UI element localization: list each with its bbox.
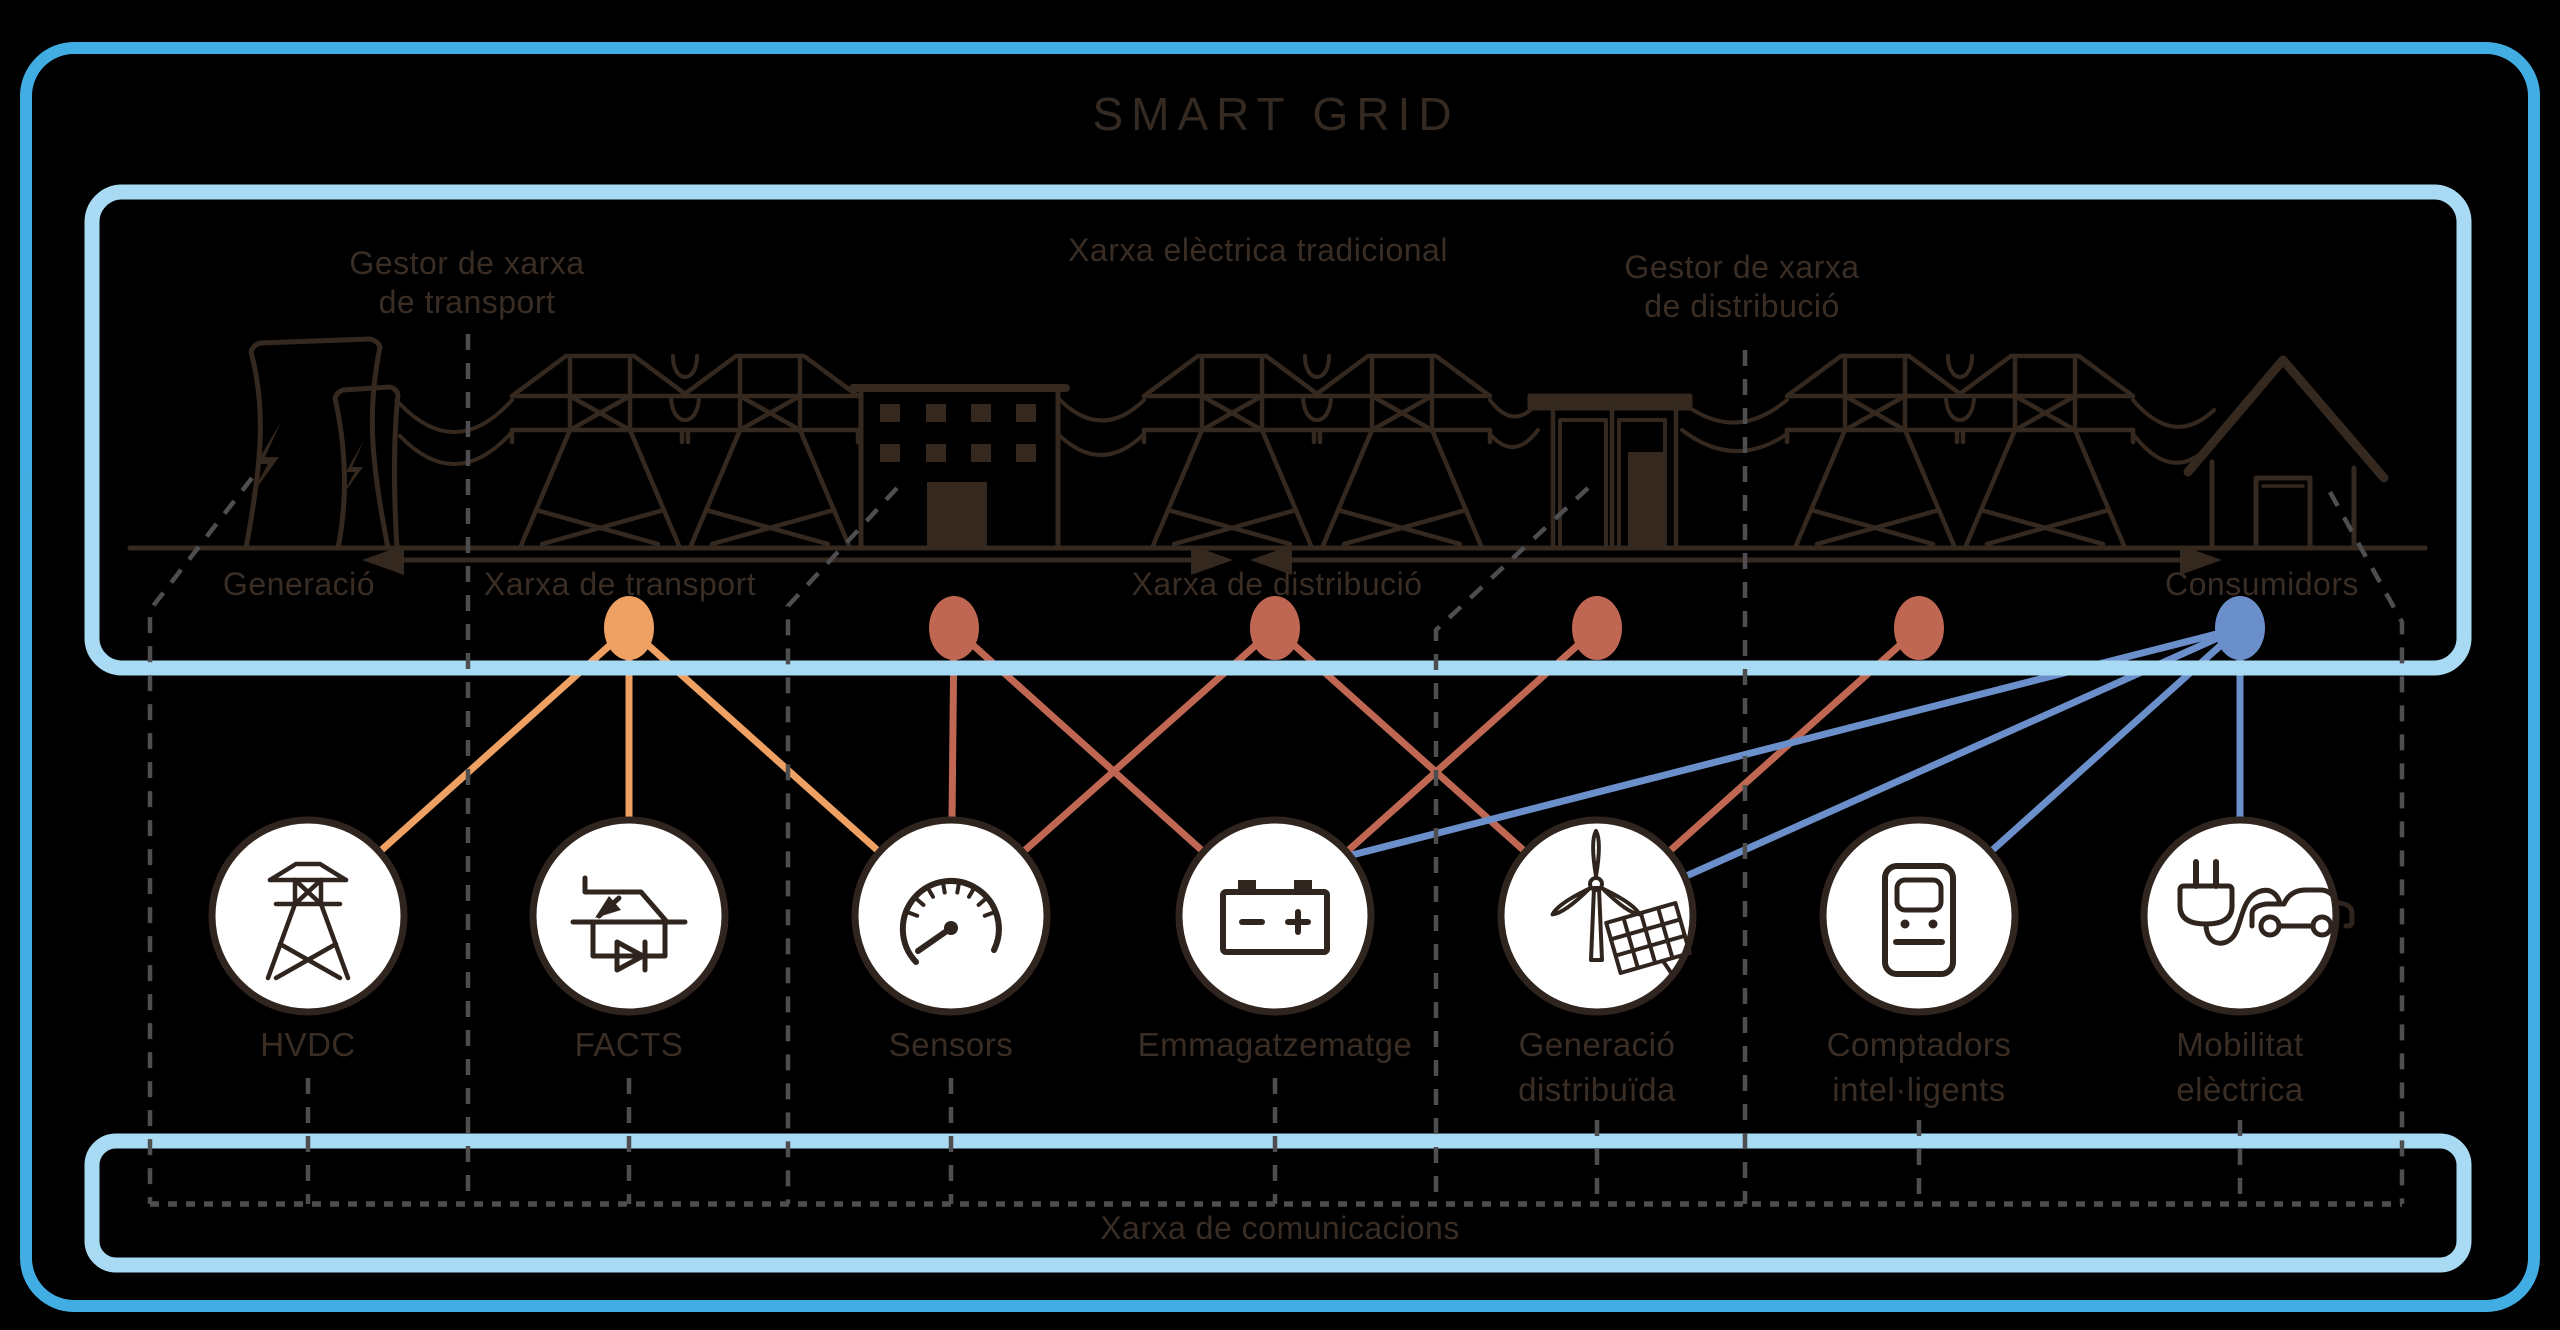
zone-label-xarxa-de-transport: Xarxa de transport [483, 566, 757, 602]
tech-label-line: Mobilitat [2176, 1026, 2304, 1063]
zone-label-generacio: Generació [222, 566, 376, 602]
page-title: SMART GRID [1092, 88, 1460, 140]
house-icon [2183, 355, 2389, 551]
substation-door [1628, 452, 1664, 548]
tech-label-line: Comptadors [1826, 1026, 2012, 1063]
wind-turbine-solar-panel-icon [1550, 829, 1692, 979]
gauge-icon [899, 878, 1002, 965]
transport-manager-line2: de transport [378, 284, 556, 320]
smart-meter-icon [1882, 863, 1956, 977]
tech-label-generacio-distribuida: Generació distribuïda [1417, 1022, 1777, 1112]
control-center-building-icon [849, 384, 1070, 551]
transport-manager-line1: Gestor de xarxa [349, 245, 585, 281]
sensors-node [851, 816, 1051, 1016]
lightning-bolt-icon [250, 422, 281, 497]
distribution-node-dot [1572, 596, 1622, 660]
distribution-node-dot [1250, 596, 1300, 660]
transport-node-dot [604, 596, 654, 660]
power-lines [398, 396, 2216, 466]
transport-manager-label: Gestor de xarxa de transport [267, 244, 667, 322]
consumer-node-dot [2215, 596, 2265, 660]
tech-label-line: HVDC [260, 1026, 356, 1063]
tech-label-sensors: Sensors [771, 1022, 1131, 1067]
communication-dashed-lines [147, 334, 2405, 1207]
tech-label-facts: FACTS [449, 1022, 809, 1067]
tech-label-comptadors-intelligents: Comptadors intel·ligents [1739, 1022, 2099, 1112]
tech-label-line: distribuïda [1518, 1071, 1676, 1108]
tech-label-line: FACTS [574, 1026, 684, 1063]
tech-label-line: Emmagatzematge [1137, 1026, 1413, 1063]
lightning-bolt-icon [341, 440, 364, 497]
distribution-node-dot [1894, 596, 1944, 660]
transmission-tower-icon [265, 861, 351, 981]
tech-label-line: intel·ligents [1832, 1071, 2006, 1108]
smart-meter-node [1819, 816, 2019, 1016]
communications-label: Xarxa de comunicacions [1100, 1210, 1460, 1246]
tech-label-emmagatzematge: Emmagatzematge [1095, 1022, 1455, 1067]
tech-label-line: Sensors [888, 1026, 1014, 1063]
traditional-grid-label: Xarxa elèctrica tradicional [1068, 232, 1448, 268]
hvdc-node [208, 816, 408, 1016]
battery-icon [1220, 880, 1330, 955]
distribution-node-dot [929, 596, 979, 660]
grid-flow-arrows [362, 545, 2222, 575]
distribution-manager-line1: Gestor de xarxa [1624, 249, 1860, 285]
facts-node [529, 816, 729, 1016]
smart-grid-frame [20, 42, 2540, 1312]
technology-nodes [208, 816, 2355, 1016]
network-node-dots [604, 596, 2265, 660]
distribution-manager-label: Gestor de xarxa de distribució [1542, 248, 1942, 326]
tech-label-hvdc: HVDC [128, 1022, 488, 1067]
traditional-grid-frame [84, 184, 2472, 676]
power-plant-icon [243, 336, 401, 551]
tech-label-mobilitat-electrica: Mobilitat elèctrica [2060, 1022, 2420, 1112]
transmission-towers-icon [512, 356, 2133, 548]
zone-label-xarxa-de-distribucio: Xarxa de distribució [1131, 566, 1423, 602]
tech-label-line: elèctrica [2176, 1071, 2304, 1108]
storage-node [1175, 816, 1375, 1016]
building-door [927, 482, 987, 548]
distribution-manager-line2: de distribució [1644, 288, 1840, 324]
frames [20, 42, 2540, 1312]
zone-label-consumidors: Consumidors [2164, 566, 2359, 602]
thyristor-circuit-icon [570, 875, 688, 973]
traditional-grid-scene [127, 336, 2428, 575]
ev-plug-car-icon [2177, 859, 2355, 946]
substation-icon [1527, 393, 1693, 551]
communications-frame [84, 1133, 2472, 1273]
tech-label-line: Generació [1518, 1026, 1676, 1063]
